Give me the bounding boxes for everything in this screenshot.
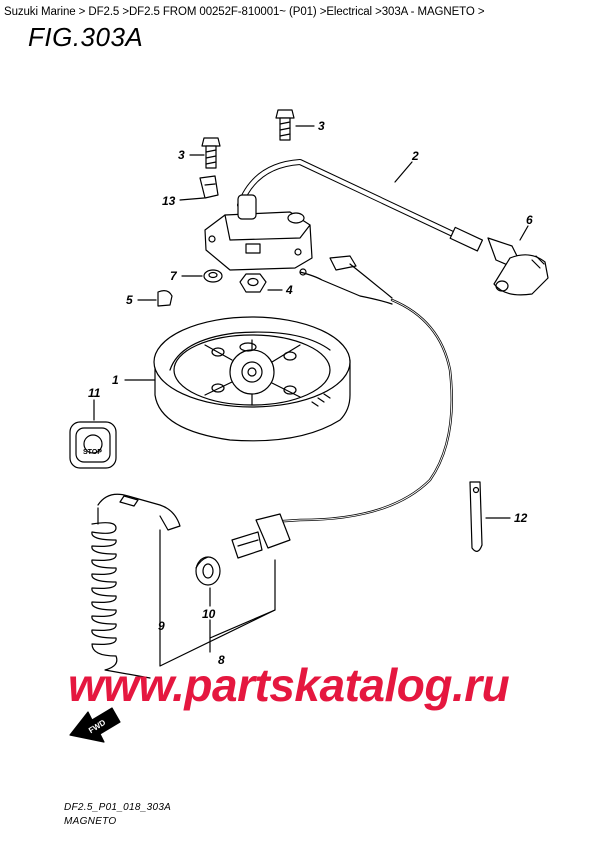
fwd-arrow-icon: FWD xyxy=(69,707,121,743)
flywheel-part[interactable] xyxy=(153,316,351,442)
breadcrumb: Suzuki Marine > DF2.5 >DF2.5 FROM 00252F… xyxy=(4,6,485,18)
leader-line xyxy=(179,197,205,201)
leader-line xyxy=(209,609,276,639)
watermark: www.partskatalog.ru xyxy=(68,659,510,711)
leader-line xyxy=(159,529,276,667)
plug-cap-part[interactable] xyxy=(487,237,549,296)
stop-label: STOP xyxy=(83,449,102,456)
footer-code: DF2.5_P01_018_303A xyxy=(64,802,172,813)
breadcrumb-item-df25[interactable]: DF2.5 xyxy=(88,6,120,18)
callout-8: 8 xyxy=(218,653,225,667)
callout-6: 6 xyxy=(526,213,533,227)
callout-3b: 3 xyxy=(178,148,185,162)
callout-4: 4 xyxy=(285,283,293,297)
breadcrumb-separator: > xyxy=(474,6,485,18)
callout-11: 11 xyxy=(88,386,101,400)
breadcrumb-separator: > xyxy=(119,6,129,18)
breadcrumb-item-electrical[interactable]: Electrical xyxy=(326,6,373,18)
key-part[interactable] xyxy=(157,290,173,307)
washer-part[interactable] xyxy=(203,269,223,283)
breadcrumb-separator: > xyxy=(372,6,382,18)
callout-9: 9 xyxy=(158,619,165,633)
bolt-part[interactable] xyxy=(201,137,221,169)
leader-line xyxy=(394,161,413,183)
figure-title: FIG.303A xyxy=(28,22,144,52)
leader-line xyxy=(519,225,529,241)
callout-13: 13 xyxy=(162,194,176,208)
callout-10: 10 xyxy=(202,607,216,621)
breadcrumb-item-suzuki-marine[interactable]: Suzuki Marine xyxy=(4,6,76,18)
nut-part[interactable] xyxy=(239,273,267,293)
callout-5: 5 xyxy=(126,293,133,307)
callout-12: 12 xyxy=(514,511,528,525)
breadcrumb-item-magneto[interactable]: 303A - MAGNETO xyxy=(381,6,475,18)
callout-1: 1 xyxy=(112,373,119,387)
breadcrumb-separator: > xyxy=(75,6,89,18)
bracket-part[interactable] xyxy=(199,175,219,199)
footer-name: MAGNETO xyxy=(64,816,117,827)
bolt-part[interactable] xyxy=(275,109,295,141)
callout-2: 2 xyxy=(411,149,419,163)
ignition-coil-part[interactable] xyxy=(204,194,313,271)
grommet-part[interactable] xyxy=(195,556,221,586)
stop-switch-lead-part[interactable] xyxy=(231,255,453,559)
callout-7: 7 xyxy=(170,269,178,283)
clip-part[interactable] xyxy=(469,481,483,552)
breadcrumb-separator: > xyxy=(316,6,327,18)
breadcrumb-item-df25-from[interactable]: DF2.5 FROM 00252F-810001~ (P01) xyxy=(128,6,317,18)
stop-cap-part[interactable]: STOP xyxy=(69,421,117,469)
lanyard-cord-part[interactable] xyxy=(91,493,181,679)
callout-3a: 3 xyxy=(318,119,325,133)
